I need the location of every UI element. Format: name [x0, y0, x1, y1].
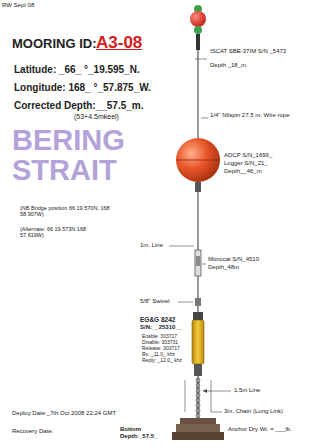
deploy-date: Deploy Date:_7th Oct 2008 22:24 GMT: [12, 410, 116, 417]
position-note: (NB Bridge position 66 19.570N, 168 58.9…: [20, 205, 110, 218]
corrected-depth: Corrected Depth:__57.5_m.: [14, 100, 144, 112]
release-label: EG&G 8242: [140, 316, 175, 323]
instrument-label: ISCAT SBE-37IM S/N _5473: [210, 48, 300, 55]
release-code: Enable: 303717: [142, 334, 177, 340]
region-name: STRAIT: [12, 154, 117, 187]
wire-label: 1/4" Nilspin 27.5 m. Wire rope: [210, 112, 290, 119]
instrument-label: Logger S/N_21_: [224, 160, 268, 167]
chain-label: 3m. Chain (Long Link): [224, 408, 283, 415]
instrument-label: Microcat S/N_4510: [208, 256, 259, 263]
author-note: RW Sept 08: [2, 2, 34, 9]
longitude: Longitude: 168_ °_57.875_W.: [14, 82, 151, 94]
region-name: BERING: [12, 124, 125, 157]
line-label: 1m. Line: [140, 242, 163, 249]
bottom-depth: Bottom Depth:_57.5_: [120, 426, 170, 440]
instrument-label: ADCP S/N_1699_: [224, 152, 272, 159]
anchor-weight: Anchor Dry Wt. = ___lb.: [228, 426, 318, 433]
mooring-heading: MOORING ID:: [12, 37, 97, 52]
depth-label: Depth__46_m: [224, 168, 262, 175]
latitude: Latitude: _66_ °_19.595_N.: [14, 64, 140, 76]
recovery-date: Recovery Date:: [12, 428, 53, 435]
mooring-id: A3-08: [96, 33, 142, 53]
release-code: Disable: 303731: [142, 340, 178, 346]
release-code: Release: 303717: [142, 346, 180, 352]
swivel-label: 5/8" Swivel: [140, 298, 169, 305]
depth-label: Depth _18_m.: [210, 62, 248, 69]
release-serial: S/N:__25310__: [140, 324, 182, 331]
line-label: 1.5m Line: [234, 387, 260, 394]
depth-label: Depth_48m: [208, 264, 239, 271]
position-note: (Alternate: 66 19.573N 168 57.619W): [20, 226, 110, 239]
depth-note: (53+4.5mkeel): [74, 113, 119, 121]
release-code: Rx: _11.0_ khz: [142, 352, 175, 358]
release-code: Reply: _12.0_ khz: [142, 358, 182, 364]
